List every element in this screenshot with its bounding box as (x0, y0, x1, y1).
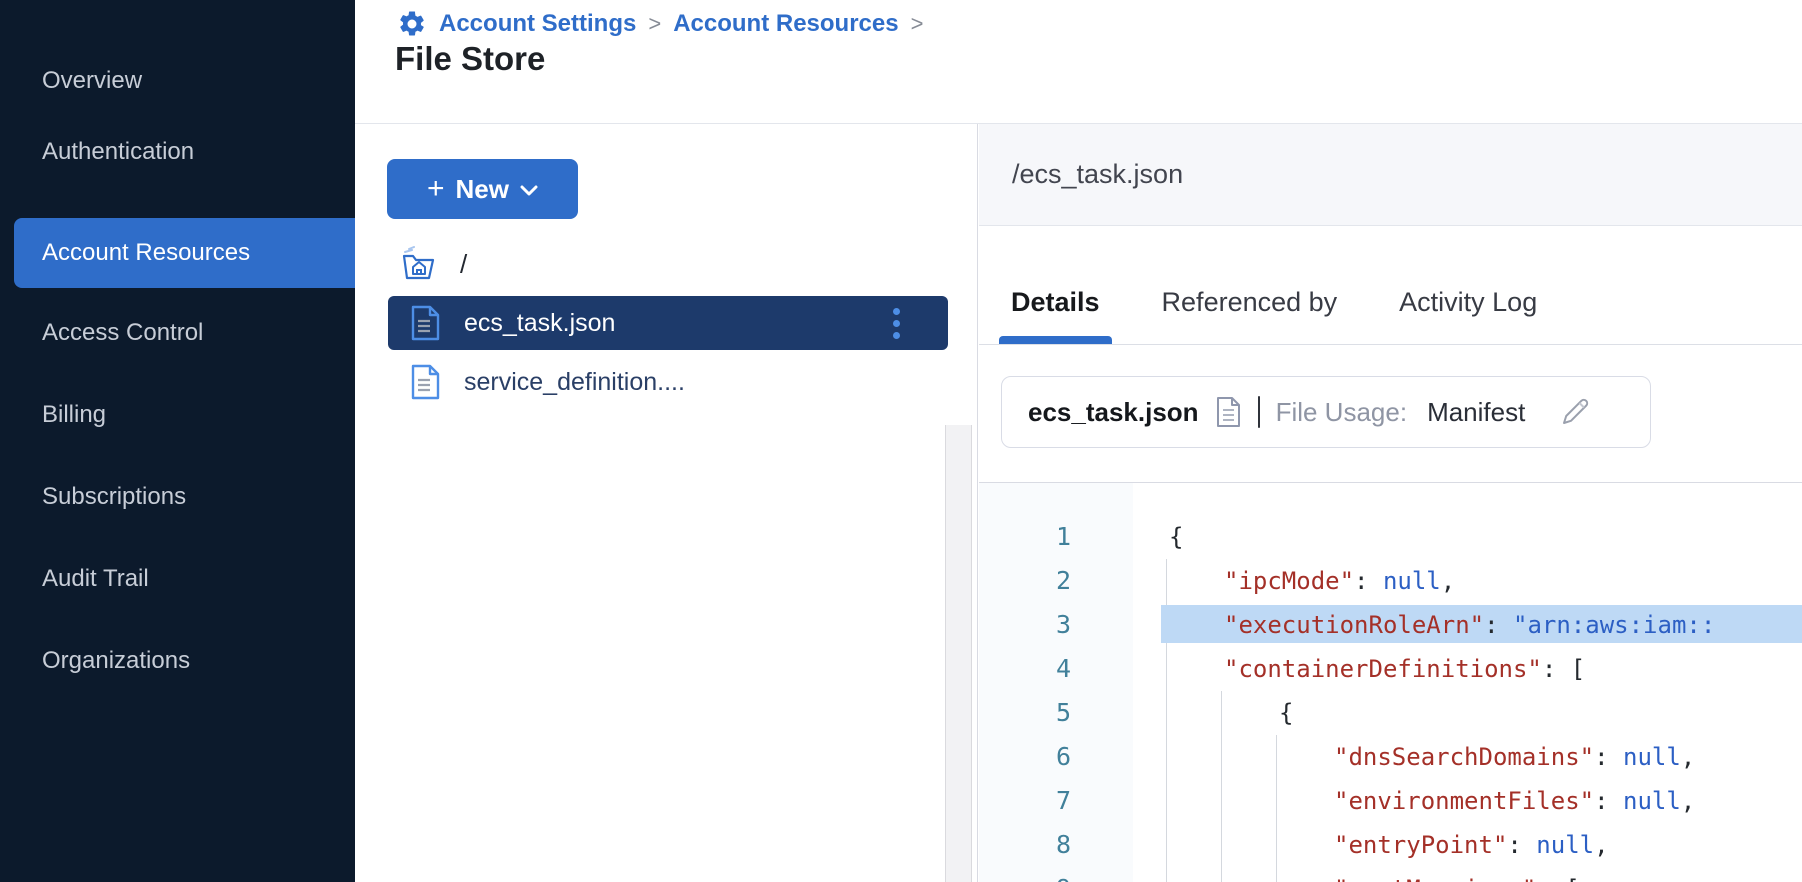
line-highlight (1161, 605, 1802, 643)
page-title: File Store (395, 40, 546, 77)
code-line-5: { (1133, 691, 1802, 735)
line-number: 8 (1055, 830, 1071, 859)
line-number: 6 (1055, 742, 1071, 771)
divider (1257, 396, 1260, 428)
sidebar-item-account-resources[interactable]: Account Resources (14, 218, 355, 288)
folder-home-icon (400, 246, 440, 282)
indent-guide (1166, 779, 1167, 823)
indent-guide (1276, 779, 1277, 823)
line-number: 7 (1055, 786, 1071, 815)
breadcrumb-separator: > (648, 11, 662, 36)
doc-icon (1215, 396, 1242, 428)
sidebar-item-overview[interactable]: Overview (42, 67, 143, 94)
kebab-menu-icon[interactable] (893, 307, 900, 339)
line-number: 3 (1055, 610, 1071, 639)
indent-guide (1221, 779, 1222, 823)
indent-guide (1166, 559, 1167, 603)
file-card-name: ecs_task.json (1028, 396, 1199, 427)
root-folder-label: / (460, 248, 468, 279)
code-gutter: 1 2 3 4 5 6 7 8 9 (979, 483, 1133, 882)
details-tabs: Details Referenced by Activity Log (999, 282, 1538, 344)
code-line-2: "ipcMode": null, (1133, 559, 1802, 603)
tab-activity-log[interactable]: Activity Log (1399, 287, 1538, 317)
file-path-band: /ecs_task.json (979, 124, 1802, 226)
code-line-3: "executionRoleArn": "arn:aws:iam:: (1133, 603, 1802, 647)
sidebar-item-subscriptions[interactable]: Subscriptions (42, 483, 187, 510)
chevron-down-icon (520, 185, 538, 197)
code-content: { "ipcMode": null,"executionRoleArn": "ar… (1133, 483, 1802, 882)
file-icon (408, 304, 442, 342)
plus-icon: + (427, 172, 445, 205)
file-details-panel: /ecs_task.json Details Referenced by Activ… (977, 124, 1802, 882)
new-button[interactable]: + New (387, 159, 578, 219)
file-store-panel: + New / ecs_ (355, 124, 977, 882)
file-icon (408, 363, 442, 401)
breadcrumb-separator: > (910, 11, 924, 36)
breadcrumb-account-settings[interactable]: Account Settings (439, 10, 637, 37)
file-info-card: ecs_task.json File Usage: Manifest (1001, 376, 1651, 448)
indent-guide (1276, 735, 1277, 779)
breadcrumb: Account Settings > Account Resources > (397, 6, 923, 42)
file-usage-value: Manifest (1427, 396, 1526, 427)
pencil-icon[interactable] (1559, 396, 1591, 428)
sidebar-item-organizations[interactable]: Organizations (42, 647, 191, 674)
root-folder-row[interactable]: / (400, 240, 467, 288)
line-number: 4 (1055, 654, 1071, 683)
code-line-1: { (1169, 523, 1184, 551)
code-line-7: "environmentFiles": null, (1133, 779, 1802, 823)
indent-guide (1221, 691, 1222, 735)
indent-guide (1166, 867, 1167, 882)
file-name: service_definition.... (464, 367, 685, 396)
new-button-label: New (455, 173, 509, 204)
line-number: 9 (979, 867, 1133, 882)
code-line-8: "entryPoint": null, (1133, 823, 1802, 867)
panel-scrollbar[interactable] (945, 425, 972, 882)
code-line-4: "containerDefinitions": [ (1133, 647, 1802, 691)
indent-guide (1166, 823, 1167, 867)
line-number: 5 (1055, 698, 1071, 727)
sidebar-item-audit-trail[interactable]: Audit Trail (42, 565, 149, 592)
code-line-9: "portMappings": [ (1133, 867, 1802, 882)
file-row-service-definition[interactable]: service_definition.... (388, 355, 948, 409)
sidebar-item-access-control[interactable]: Access Control (42, 319, 204, 346)
indent-guide (1276, 823, 1277, 867)
indent-guide (1166, 691, 1167, 735)
sidebar-item-authentication[interactable]: Authentication (42, 138, 195, 165)
tabs-divider (979, 344, 1802, 345)
gear-icon (397, 9, 427, 39)
line-number: 2 (1055, 566, 1071, 595)
page-header: Account Settings > Account Resources > F… (355, 0, 1802, 124)
indent-guide (1221, 823, 1222, 867)
file-row-ecs-task-json[interactable]: ecs_task.json (388, 296, 948, 350)
indent-guide (1166, 647, 1167, 691)
breadcrumb-account-resources[interactable]: Account Resources (673, 10, 899, 37)
file-name: ecs_task.json (464, 308, 616, 337)
line-number: 1 (1055, 522, 1071, 551)
tab-referenced-by[interactable]: Referenced by (1161, 287, 1338, 317)
sidebar-item-billing[interactable]: Billing (42, 401, 107, 428)
file-usage-label: File Usage: (1275, 396, 1408, 427)
indent-guide (1276, 867, 1277, 882)
indent-guide (1221, 867, 1222, 882)
code-editor[interactable]: 1 2 3 4 5 6 7 8 9 { "ipcMode": null,"executionRol… (979, 482, 1802, 882)
indent-guide (1166, 735, 1167, 779)
indent-guide (1221, 735, 1222, 779)
code-line-6: "dnsSearchDomains": null, (1133, 735, 1802, 779)
file-path: /ecs_task.json (1012, 159, 1184, 189)
tab-details[interactable]: Details (999, 282, 1112, 344)
